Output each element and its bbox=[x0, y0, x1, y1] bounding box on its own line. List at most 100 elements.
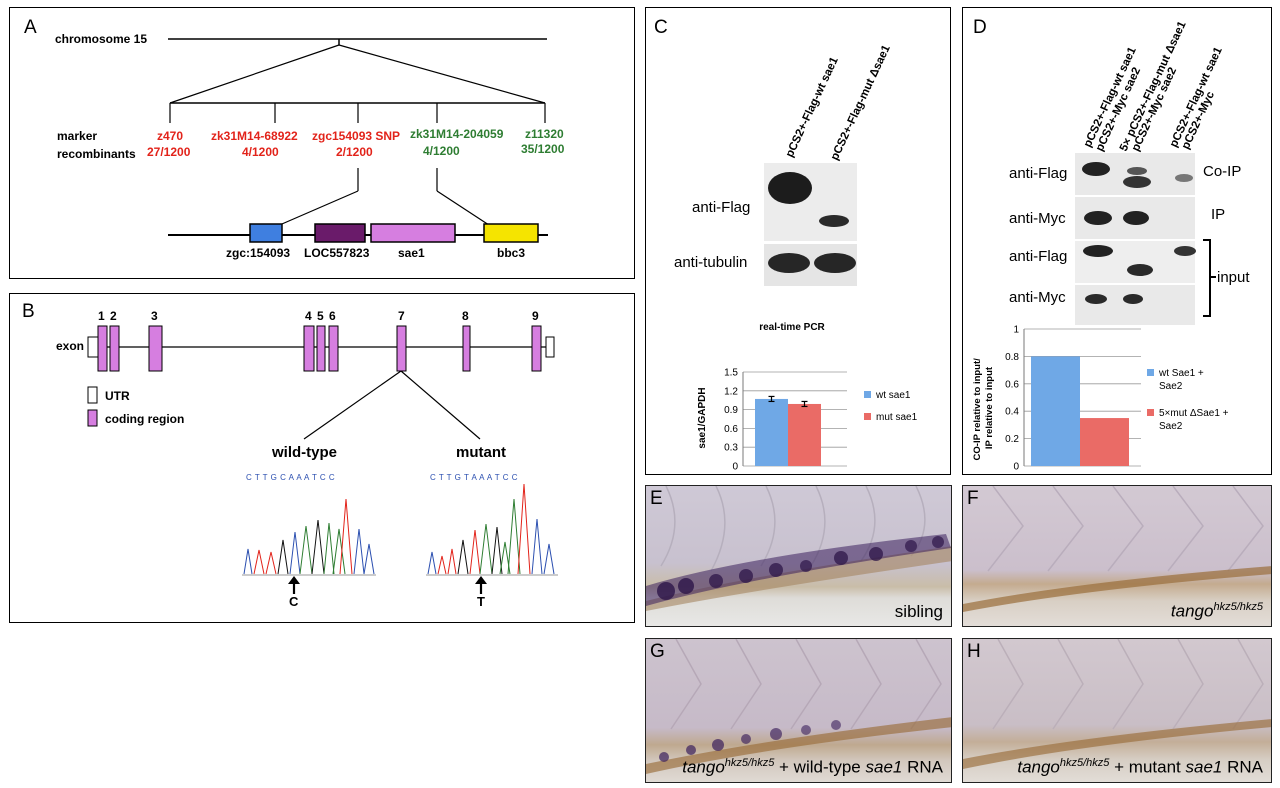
blot-label: anti-Flag bbox=[1009, 248, 1067, 265]
caption-gene: tango bbox=[1017, 758, 1060, 777]
y-tick-label: 0 bbox=[1013, 462, 1019, 473]
blot-band bbox=[1082, 162, 1110, 176]
marker-name: zk31M14-68922 bbox=[211, 129, 298, 143]
wt-sequence: C T T G C A A A T C C bbox=[246, 473, 335, 482]
caption-text: RNA bbox=[902, 758, 943, 777]
exon-box bbox=[396, 325, 407, 372]
panel-d-content: D pCS2+-Flag-wt sae1 pCS2+-Myc sae2 5× p… bbox=[972, 17, 1250, 473]
blot-band bbox=[814, 253, 856, 273]
legend-swatch bbox=[864, 413, 871, 420]
exon-box bbox=[148, 325, 163, 372]
exon-number: 2 bbox=[110, 309, 117, 323]
blot-band bbox=[1127, 264, 1153, 276]
legend-label: Sae2 bbox=[1159, 381, 1183, 392]
blot-band bbox=[768, 253, 810, 273]
pcr-bar-chart: real-time PCR sae1/GAPDH 00.30.60.91.21.… bbox=[697, 322, 918, 473]
gene-label: sae1 bbox=[398, 246, 425, 260]
blot-band bbox=[1174, 246, 1196, 256]
y-tick-label: 0 bbox=[732, 462, 738, 473]
y-tick-label: 0.6 bbox=[724, 424, 738, 435]
legend-swatch bbox=[864, 391, 871, 398]
zoom-line-left bbox=[169, 44, 340, 104]
mut-chromatogram bbox=[426, 483, 558, 576]
exon-number: 4 bbox=[305, 309, 312, 323]
marker-name: z470 bbox=[157, 129, 183, 143]
legend-label: wt Sae1 + bbox=[1158, 368, 1204, 379]
panel-g-caption: tangohkz5/hkz5 + wild-type sae1 RNA bbox=[682, 757, 943, 778]
panel-e-caption: sibling bbox=[894, 602, 943, 621]
panel-e-image bbox=[646, 486, 951, 611]
y-axis-label-line: CO-IP relative to input/ bbox=[972, 358, 983, 461]
wt-chromatogram bbox=[242, 498, 376, 576]
marker-heading: marker bbox=[57, 129, 97, 143]
legend-label: 5×mut ΔSae1 + bbox=[1159, 408, 1229, 419]
marker-name: z11320 bbox=[525, 127, 564, 141]
marker-count: 4/1200 bbox=[423, 144, 460, 158]
blot-band bbox=[1175, 174, 1193, 182]
exon-number: 5 bbox=[317, 309, 324, 323]
blot-band bbox=[1084, 211, 1112, 225]
zoom-line-left bbox=[303, 370, 402, 440]
mut-base-label: T bbox=[477, 594, 485, 609]
marker-name: zgc154093 SNP bbox=[312, 129, 400, 143]
caption-gene: tango bbox=[682, 758, 725, 777]
gene-box-loc557823 bbox=[314, 223, 366, 243]
gene-label: LOC557823 bbox=[304, 246, 370, 260]
panel-g-label: G bbox=[650, 641, 665, 662]
bar bbox=[1080, 418, 1129, 466]
marker-name: zk31M14-204059 bbox=[410, 127, 504, 141]
bar bbox=[1031, 356, 1080, 466]
panel-b: B exon 1 2 3 4 5 6 7 8 9 UTR coding regi… bbox=[9, 293, 635, 623]
bar bbox=[788, 403, 821, 466]
panel-h: H tangohkz5/hkz5 + mutant sae1 RNA bbox=[962, 638, 1272, 783]
wt-base-label: C bbox=[289, 594, 299, 609]
panel-d: D pCS2+-Flag-wt sae1 pCS2+-Myc sae2 5× p… bbox=[962, 7, 1272, 475]
blot-band bbox=[1127, 167, 1147, 175]
exon-box bbox=[303, 325, 315, 372]
marker-count: 2/1200 bbox=[336, 145, 373, 159]
blot-band bbox=[1123, 176, 1151, 188]
legend-label: Sae2 bbox=[1159, 421, 1183, 432]
exon-heading: exon bbox=[56, 339, 84, 353]
chart-title: real-time PCR bbox=[759, 322, 825, 333]
mut-sequence: C T T G T A A A T C C bbox=[430, 473, 518, 482]
panel-d-label: D bbox=[973, 17, 987, 38]
mut-arrow-icon bbox=[475, 576, 487, 594]
legend-utr-swatch bbox=[87, 386, 98, 404]
caption-genotype: hkz5/hkz5 bbox=[1059, 757, 1110, 770]
zoom-line-right bbox=[338, 44, 546, 104]
blot-label: anti-Myc bbox=[1009, 289, 1066, 306]
y-tick-label: 1.2 bbox=[724, 386, 738, 397]
y-tick-label: 0.2 bbox=[1005, 434, 1019, 445]
caption-text: + wild-type bbox=[774, 758, 866, 777]
caption-text: + mutant bbox=[1109, 758, 1186, 777]
recombinants-heading: recombinants bbox=[57, 147, 136, 161]
gene-label: bbc3 bbox=[497, 246, 525, 260]
chromosome-label: chromosome 15 bbox=[55, 32, 147, 46]
utr-box bbox=[87, 336, 99, 358]
utr-box bbox=[545, 336, 555, 358]
wild-type-label: wild-type bbox=[271, 444, 337, 461]
marker-count: 27/1200 bbox=[147, 145, 191, 159]
legend-coding-swatch bbox=[87, 409, 98, 427]
lane-label: pCS2+-Flag-wt sae1 bbox=[784, 55, 841, 159]
y-axis-label: sae1/GAPDH bbox=[697, 387, 708, 448]
ip-label: IP bbox=[1211, 206, 1225, 223]
y-axis-label-line: IP relative to input bbox=[984, 366, 995, 449]
gene-box-sae1 bbox=[370, 223, 456, 243]
zoom-line-right bbox=[436, 190, 493, 228]
panel-f-label: F bbox=[967, 488, 979, 509]
panel-b-label: B bbox=[22, 301, 35, 322]
caption-text: RNA bbox=[1222, 758, 1263, 777]
blot-band bbox=[768, 172, 812, 204]
blot-band bbox=[819, 215, 849, 227]
blot-label: anti-tubulin bbox=[674, 254, 747, 271]
panel-f: F tangohkz5/hkz5 bbox=[962, 485, 1272, 627]
blot-band bbox=[1123, 294, 1143, 304]
legend-swatch bbox=[1147, 369, 1154, 376]
input-label: input bbox=[1217, 269, 1250, 286]
panel-f-image bbox=[963, 486, 1271, 612]
panel-h-image bbox=[963, 639, 1271, 769]
panel-g: G tangohkz5/hkz5 + wild-type sae1 RNA bbox=[645, 638, 952, 783]
panel-g-image bbox=[646, 639, 951, 774]
